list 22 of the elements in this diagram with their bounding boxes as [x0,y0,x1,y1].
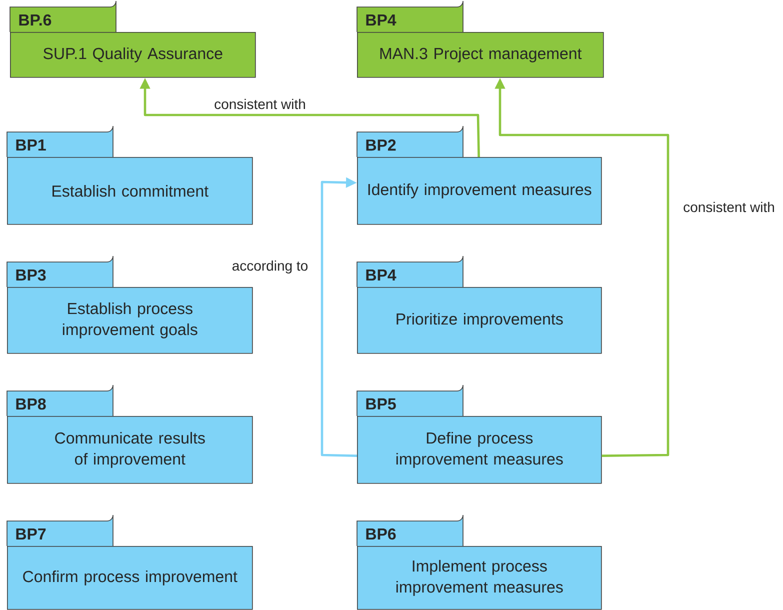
node-label: BP8 [16,398,46,410]
node-label: BP2 [366,139,396,151]
node-label: BP7 [16,528,46,540]
folder-box: BP8 Communicate results of improvement [6,384,253,484]
edge-label: consistent with [682,200,776,214]
node-label: BP4 [366,14,396,26]
folder-box: BP4 MAN.3 Project management [356,0,604,78]
folder-box: BP.6 SUP.1 Quality Assurance [10,0,256,78]
edge-label: consistent with [213,98,307,110]
node-label: BP1 [16,139,46,151]
folder-box: BP1 Establish commitment [6,126,253,225]
node-label: BP6 [366,528,396,540]
folder-box: BP5 Define process improvement measures [356,384,602,484]
node-label: BP4 [366,270,396,281]
node-label: BP3 [16,269,46,281]
node-label: BP5 [366,398,396,410]
folder-box: BP6 Implement process improvement measures [356,514,602,610]
folder-box: BP4 Prioritize improvements [356,256,602,354]
folder-box: BP2 Identify improvement measures [356,126,602,225]
folder-box: BP7 Confirm process improvement [6,514,253,610]
arrow [320,177,358,457]
node-label: BP.6 [19,14,52,26]
